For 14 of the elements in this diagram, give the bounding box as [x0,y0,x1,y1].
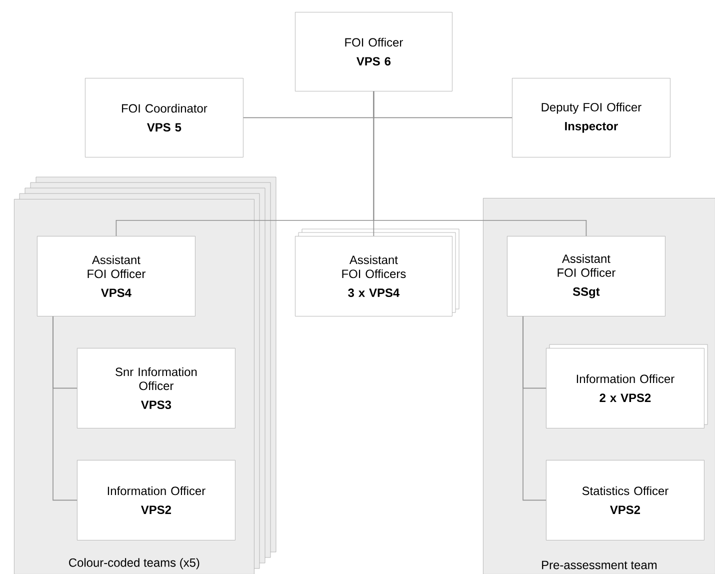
role-box: FOI Officer VPS 6 [295,12,452,92]
node-label: Colour-coded teams (x5) [69,558,200,570]
connector-line [522,316,546,501]
role-box: Statistics Officer VPS2 [546,460,704,540]
role-box: Assistant FOI Officer VPS4 [37,236,196,316]
connector-line [52,316,78,501]
role-box: Information Officer 2 x VPS2 [546,344,708,428]
connector-line [373,91,587,236]
role-box: Snr Information Officer VPS3 [77,348,236,428]
role-box: Deputy FOI Officer Inspector [512,78,670,158]
role-box: Assistant FOI Officer SSgt [507,236,666,316]
role-box: Information Officer VPS2 [77,460,236,540]
role-box: FOI Coordinator VPS 5 [85,78,244,158]
role-box: Assistant FOI Officers 3 x VPS4 [295,228,460,316]
